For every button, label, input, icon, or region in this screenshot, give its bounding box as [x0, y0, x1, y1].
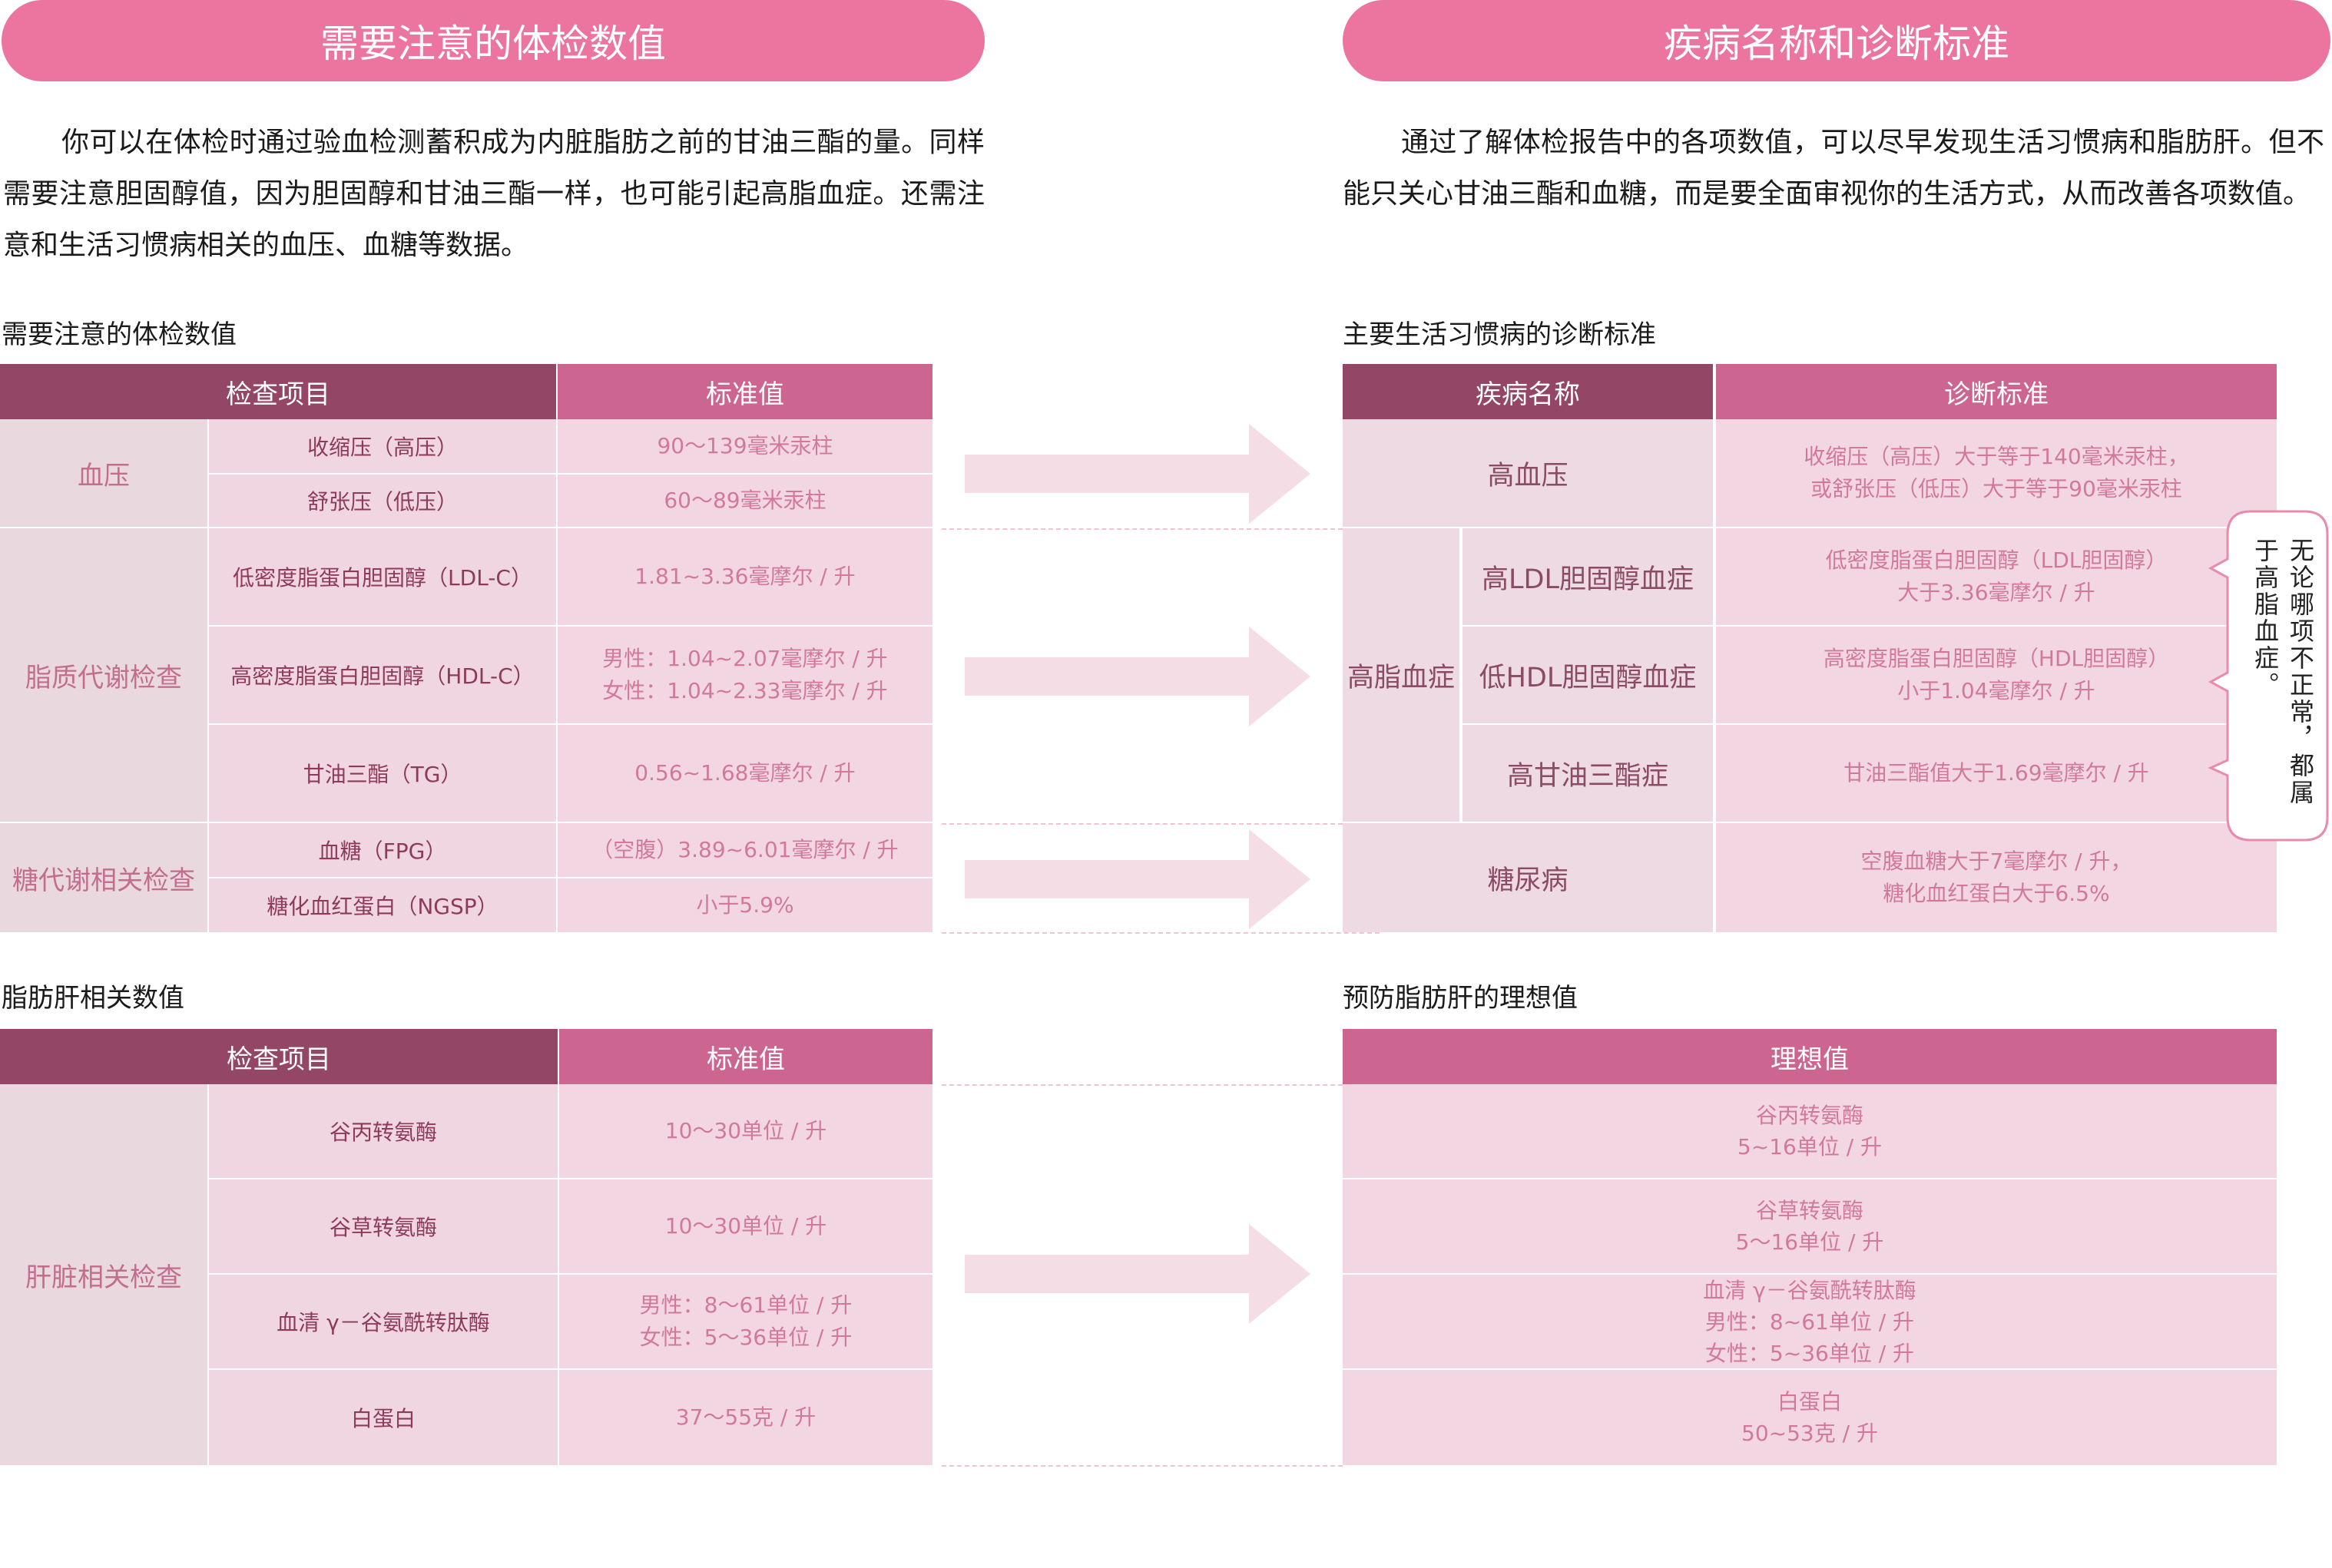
- table2-disease-name: 高血压: [1343, 419, 1713, 527]
- table4-ideal-value: 血清 γ－谷氨酰转肽酶 男性：8~61单位 / 升 女性：5~36单位 / 升: [1343, 1275, 2277, 1368]
- table1-item: 高密度脂蛋白胆固醇（HDL-C）: [209, 627, 556, 723]
- table3-item: 谷草转氨酶: [209, 1179, 558, 1273]
- table2-criteria: 空腹血糖大于7毫摩尔 / 升， 糖化血红蛋白大于6.5%: [1716, 823, 2277, 932]
- table3-header-value: 标准值: [559, 1029, 932, 1084]
- table2-criteria: 收缩压（高压）大于等于140毫米汞柱， 或舒张压（低压）大于等于90毫米汞柱: [1716, 419, 2277, 527]
- divider: [942, 1465, 1343, 1467]
- table2-group-hyperlipidemia: 高脂血症: [1343, 528, 1459, 822]
- table3-header-item: 检查项目: [0, 1029, 558, 1084]
- table3-value: 男性：8～61单位 / 升 女性：5～36单位 / 升: [559, 1275, 932, 1368]
- table3-title: 脂肪肝相关数值: [2, 983, 184, 1014]
- right-arrow-icon: [965, 1224, 1310, 1324]
- table2-disease-name: 低HDL胆固醇血症: [1462, 627, 1713, 723]
- table4-ideal-value: 白蛋白 50~53克 / 升: [1343, 1370, 2277, 1465]
- right-arrow-icon: [965, 829, 1310, 929]
- table1-group-lipid: 脂质代谢检查: [0, 528, 207, 822]
- table1-title: 需要注意的体检数值: [2, 319, 237, 350]
- right-intro-paragraph: 通过了解体检报告中的各项数值，可以尽早发现生活习惯病和脂肪肝。但不能只关心甘油三…: [1343, 127, 2324, 210]
- table1-header-item: 检查项目: [0, 364, 556, 419]
- table2-disease-name: 高LDL胆固醇血症: [1462, 528, 1713, 625]
- callout-text: 无论哪项不正常，都属于高脂血症。: [2251, 538, 2315, 806]
- table2-header-name: 疾病名称: [1343, 364, 1713, 419]
- left-intro-paragraph: 你可以在体检时通过验血检测蓄积成为内脏脂肪之前的甘油三酯的量。同样需要注意胆固醇…: [3, 127, 985, 261]
- table1-value: 1.81~3.36毫摩尔 / 升: [558, 528, 932, 625]
- divider: [942, 932, 1380, 934]
- table2-disease-name: 高甘油三酯症: [1462, 725, 1713, 822]
- table3-value: 10～30单位 / 升: [559, 1084, 932, 1178]
- table3-group-liver: 肝脏相关检查: [0, 1084, 207, 1465]
- table1-value: 小于5.9%: [558, 878, 932, 932]
- right-arrow-icon: [965, 627, 1310, 726]
- callout-bubble: [2208, 510, 2329, 842]
- table1-item: 收缩压（高压）: [209, 419, 556, 473]
- table2-title: 主要生活习惯病的诊断标准: [1343, 319, 1656, 350]
- table1-value: 60～89毫米汞柱: [558, 475, 932, 527]
- table1-value: （空腹）3.89~6.01毫摩尔 / 升: [558, 823, 932, 877]
- table4-ideal-value: 谷丙转氨酶 5~16单位 / 升: [1343, 1084, 2277, 1178]
- table1-item: 甘油三酯（TG）: [209, 725, 556, 822]
- table2-criteria: 高密度脂蛋白胆固醇（HDL胆固醇） 小于1.04毫摩尔 / 升: [1716, 627, 2277, 723]
- divider: [942, 528, 1343, 530]
- table2-criteria: 低密度脂蛋白胆固醇（LDL胆固醇） 大于3.36毫摩尔 / 升: [1716, 528, 2277, 625]
- divider: [942, 823, 1343, 825]
- table2-criteria: 甘油三酯值大于1.69毫摩尔 / 升: [1716, 725, 2277, 822]
- table3-item: 白蛋白: [209, 1370, 558, 1465]
- table3-item: 血清 γ－谷氨酰转肽酶: [209, 1275, 558, 1368]
- table1-item: 低密度脂蛋白胆固醇（LDL-C）: [209, 528, 556, 625]
- table1-header-value: 标准值: [558, 364, 932, 419]
- table1-group-glucose: 糖代谢相关检查: [0, 823, 207, 932]
- table4-header: 理想值: [1343, 1029, 2277, 1084]
- table2-header-criteria: 诊断标准: [1716, 364, 2277, 419]
- table1-value: 0.56~1.68毫摩尔 / 升: [558, 725, 932, 822]
- table1-item: 糖化血红蛋白（NGSP）: [209, 878, 556, 932]
- divider: [942, 1084, 1343, 1086]
- table2-disease-name: 糖尿病: [1343, 823, 1713, 932]
- table3-value: 37～55克 / 升: [559, 1370, 932, 1465]
- right-banner: 疾病名称和诊断标准: [1343, 0, 2330, 81]
- table3-value: 10～30单位 / 升: [559, 1179, 932, 1273]
- table1-value: 90～139毫米汞柱: [558, 419, 932, 473]
- left-banner: 需要注意的体检数值: [2, 0, 985, 81]
- table3-item: 谷丙转氨酶: [209, 1084, 558, 1178]
- table1-item: 血糖（FPG）: [209, 823, 556, 877]
- right-arrow-icon: [965, 424, 1310, 524]
- table1-item: 舒张压（低压）: [209, 475, 556, 527]
- table1-value: 男性：1.04~2.07毫摩尔 / 升 女性：1.04~2.33毫摩尔 / 升: [558, 627, 932, 723]
- table1-group-blood-pressure: 血压: [0, 419, 207, 527]
- table4-ideal-value: 谷草转氨酶 5～16单位 / 升: [1343, 1179, 2277, 1273]
- table4-title: 预防脂肪肝的理想值: [1343, 983, 1578, 1014]
